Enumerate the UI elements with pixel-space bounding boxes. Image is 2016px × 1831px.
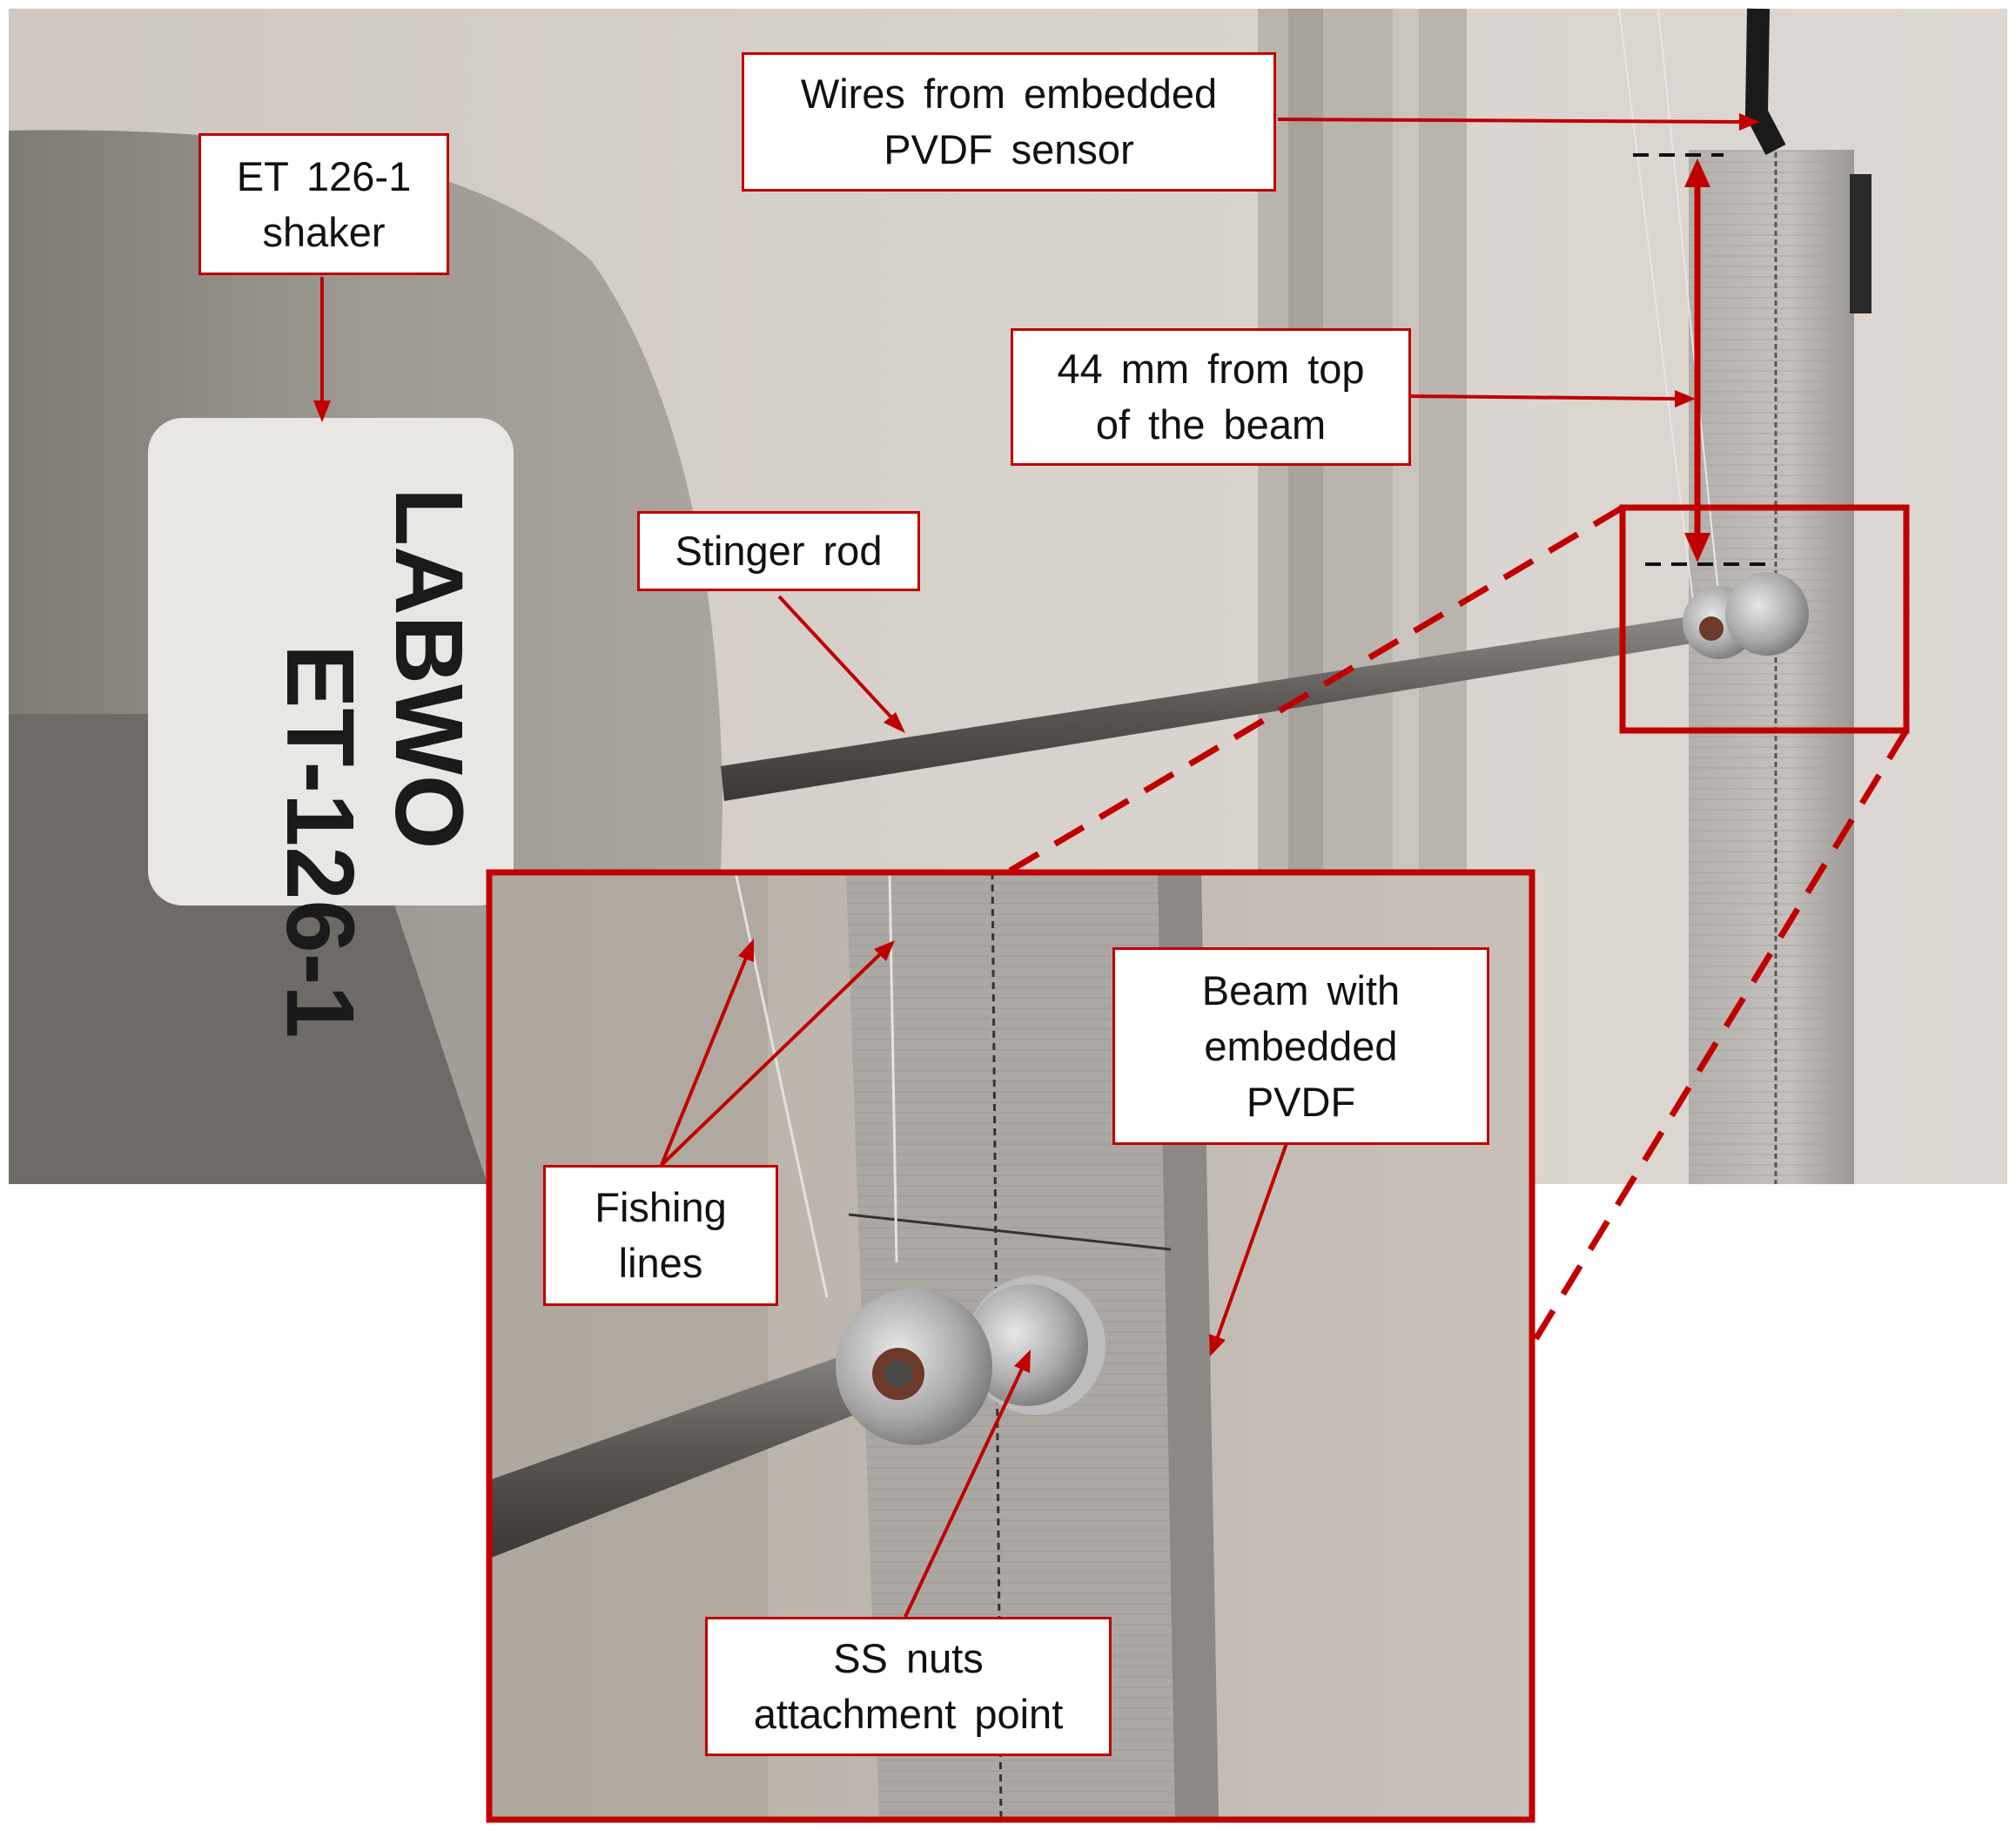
sensor-wires: [1744, 8, 1786, 156]
zoom-connector: [991, 504, 1624, 885]
zoom-connector: [1529, 729, 1909, 1347]
callout-fishing-line2: lines: [618, 1240, 703, 1286]
shaker-sticker-text: LABWO: [375, 488, 482, 849]
shaker-sticker-model: ET-126-1: [266, 644, 373, 1038]
nut: [1725, 572, 1809, 656]
callout-distance: 44 mm from top of the beam: [1011, 328, 1411, 466]
callout-nuts-line1: SS nuts: [833, 1635, 984, 1681]
callout-nuts-line2: attachment point: [753, 1691, 1064, 1737]
callout-distance-line2: of the beam: [1095, 401, 1327, 448]
inset-nut: [966, 1284, 1088, 1406]
callout-stinger-line1: Stinger rod: [675, 528, 883, 574]
callout-shaker: ET 126-1 shaker: [198, 133, 449, 275]
dimension-arrow: [1633, 153, 1776, 566]
fishing-line: [888, 872, 898, 1263]
callout-wires-line2: PVDF sensor: [884, 126, 1134, 172]
callout-distance-line1: 44 mm from top: [1057, 346, 1365, 392]
callout-beam-line2: embedded: [1204, 1022, 1398, 1069]
callout-nuts: SS nuts attachment point: [705, 1617, 1112, 1756]
callout-beam-line1: Beam with: [1201, 966, 1401, 1013]
callout-fishing-line1: Fishing: [595, 1184, 727, 1230]
callout-wires-line1: Wires from embedded: [800, 71, 1218, 117]
fishing-line: [1618, 8, 1694, 602]
fishing-line: [1657, 8, 1720, 602]
callout-beam-line3: PVDF: [1246, 1078, 1356, 1125]
callout-shaker-line1: ET 126-1: [236, 152, 412, 199]
shaker-sticker: LABWO ET-126-1: [148, 418, 514, 1038]
zoom-box: [1619, 504, 1910, 734]
callout-shaker-line2: shaker: [262, 208, 386, 255]
stinger-rod: [721, 614, 1713, 801]
inset-stinger-rod: [489, 1336, 910, 1558]
callout-fishing: Fishing lines: [543, 1165, 778, 1306]
callout-stinger: Stinger rod: [637, 511, 920, 591]
callout-arrows: [313, 113, 1760, 1618]
inset-frame: [486, 869, 1536, 1823]
